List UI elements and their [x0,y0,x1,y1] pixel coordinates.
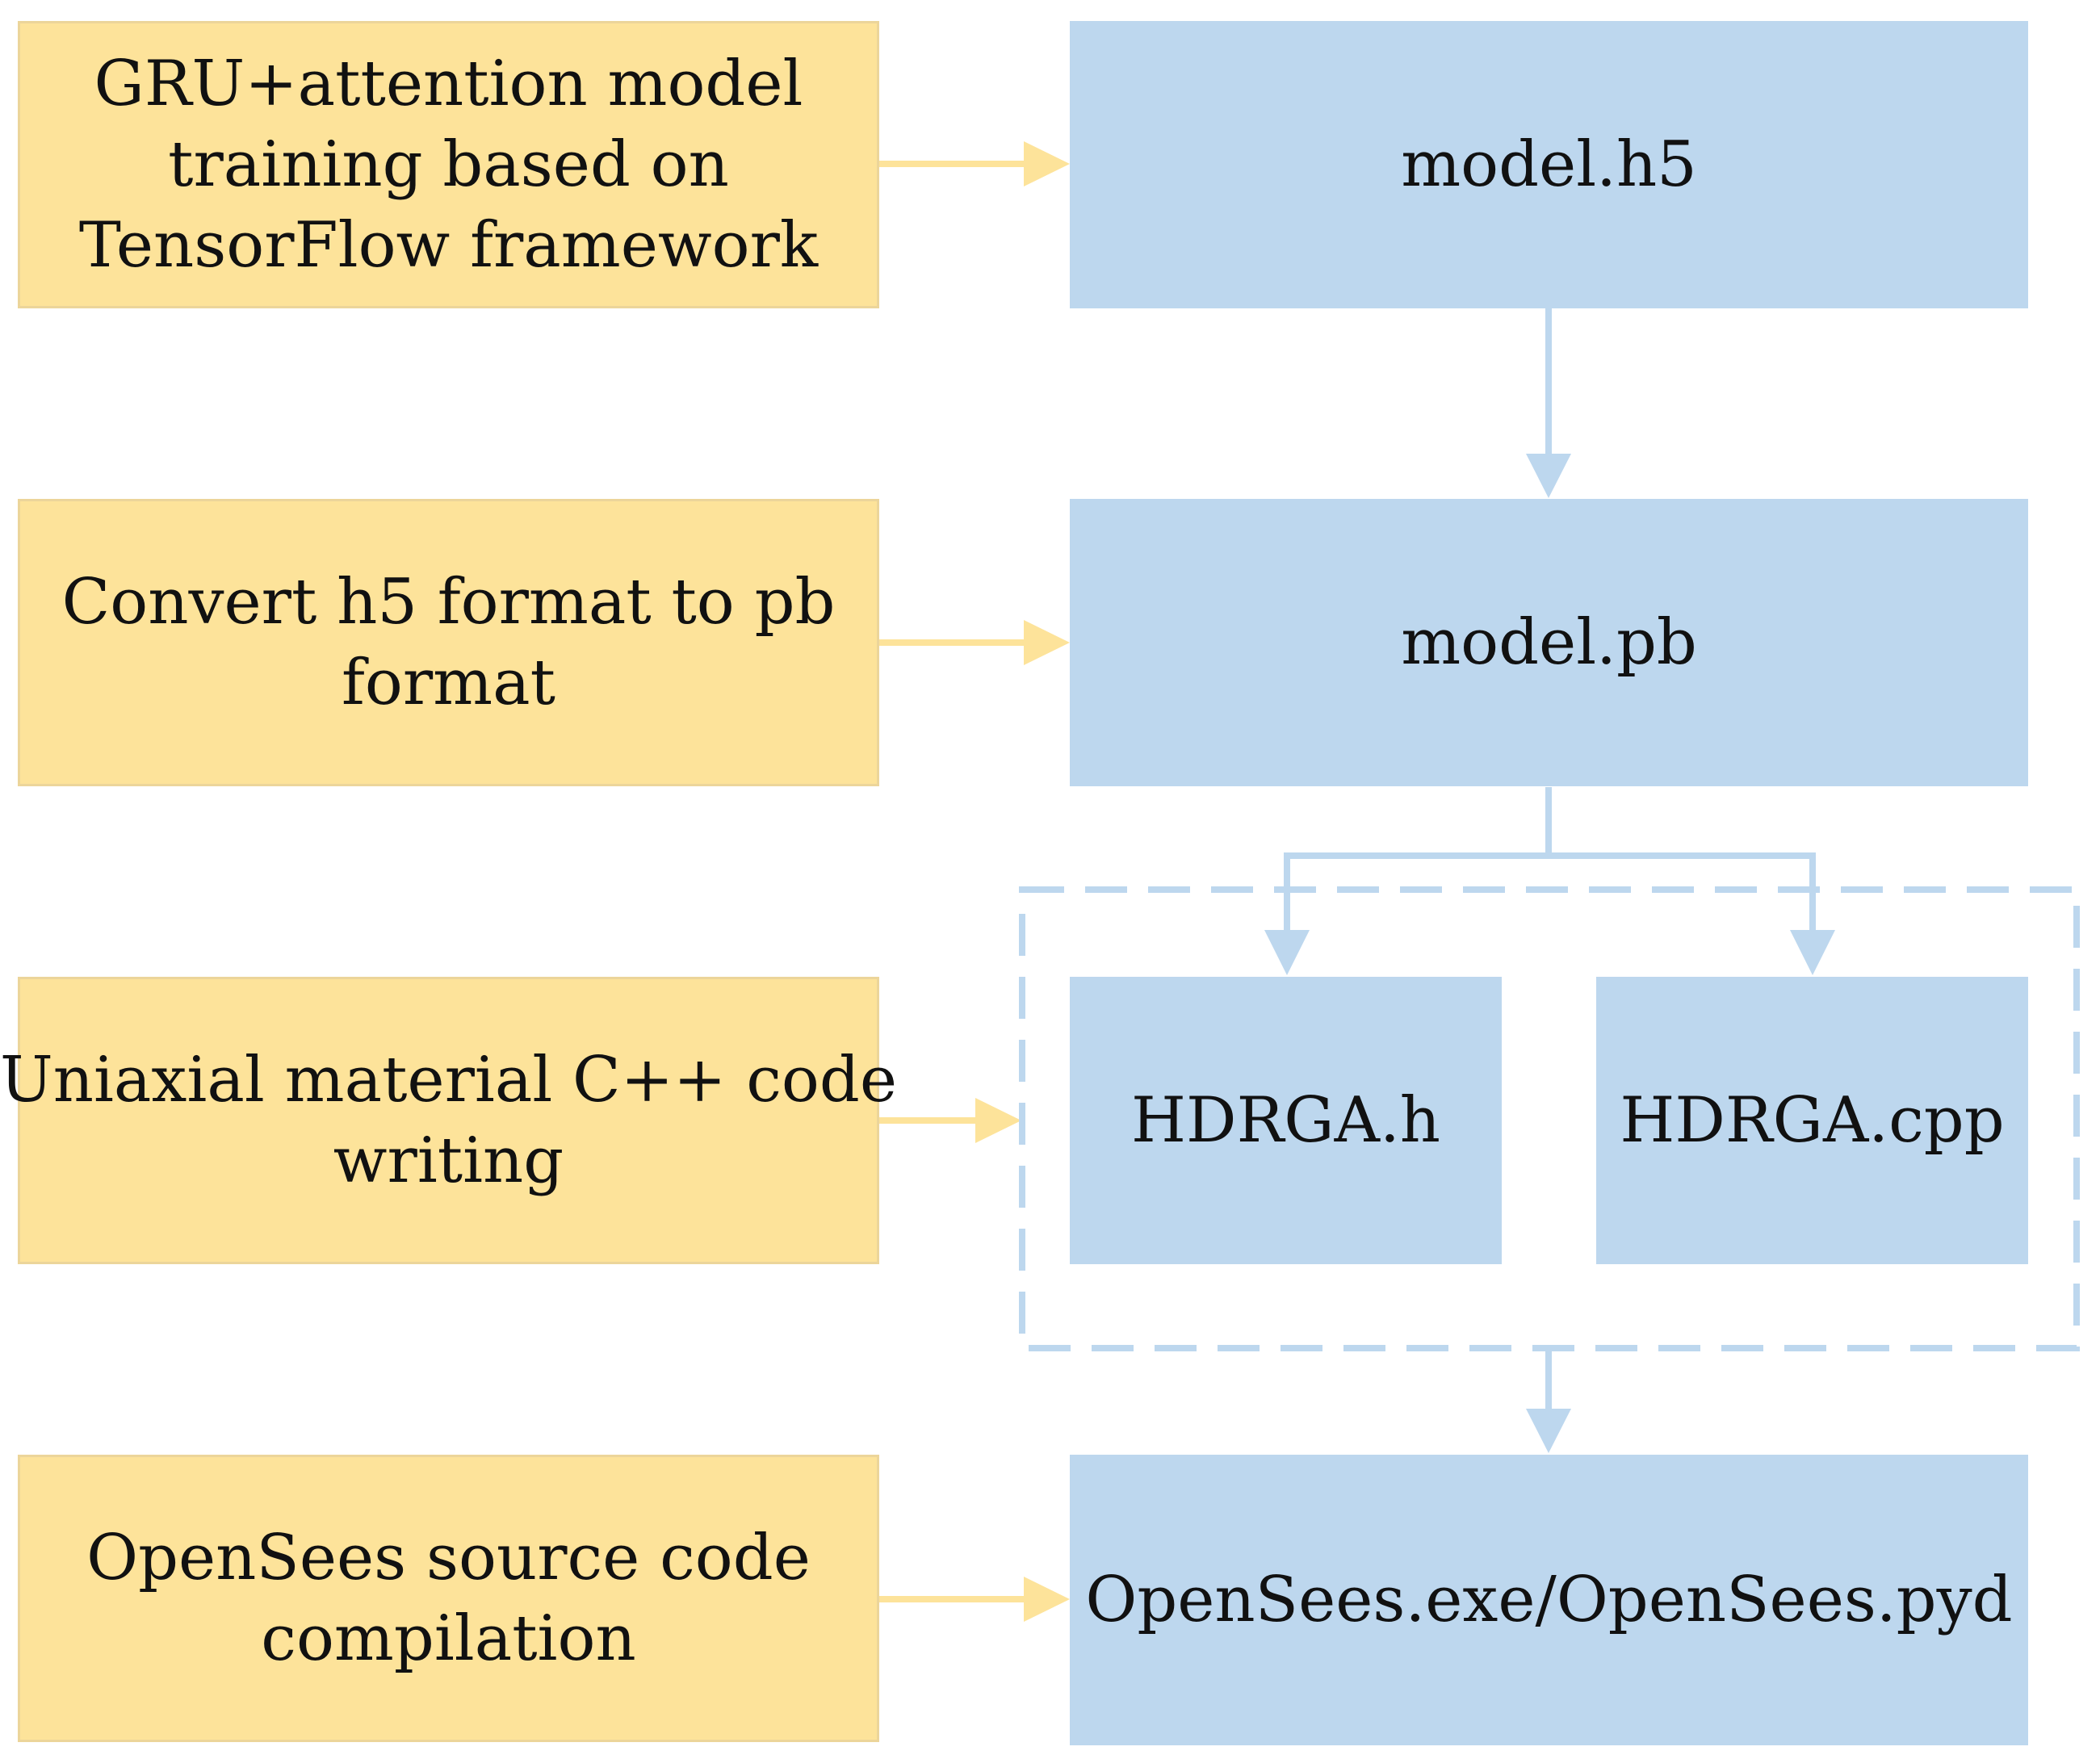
artifact-model-pb-label: model.pb [1401,606,1697,679]
arrowhead-hdrga-cpp [1790,930,1835,975]
artifact-hdrga-cpp: HDRGA.cpp [1596,977,2028,1264]
step-arrows [878,141,1070,1622]
arrowhead-step1 [1024,141,1070,186]
artifact-opensees-binary: OpenSees.exe/OpenSees.pyd [1070,1455,2028,1745]
arrowhead-hdrga-h [1264,930,1310,975]
step-convert-format-line-1: Convert h5 format to pb [61,566,836,639]
arrowhead-opensees [1526,1409,1571,1453]
artifact-model-h5-label: model.h5 [1401,128,1697,201]
artifact-opensees-binary-label: OpenSees.exe/OpenSees.pyd [1085,1564,2013,1636]
arrowhead-step4 [1024,1577,1070,1622]
artifact-arrows [1264,308,1835,1453]
step-compilation: OpenSees source code compilation [18,1455,879,1742]
branch-model-pb-to-sources [1284,787,1552,932]
step-model-training-line-2: training based on [168,128,729,201]
step-model-training-line-1: GRU+attention model [94,48,803,120]
branch-right [1549,852,1816,932]
step-convert-format: Convert h5 format to pb format [18,499,879,786]
arrowhead-step3 [975,1098,1021,1143]
arrowhead-model-pb [1526,454,1571,498]
step-compilation-line-1: OpenSees source code [86,1522,811,1594]
step-model-training: GRU+attention model training based on Te… [18,21,879,308]
step-convert-format-line-2: format [342,647,555,719]
arrowhead-step2 [1024,620,1070,665]
step-model-training-line-3: TensorFlow framework [78,209,819,282]
artifact-model-h5: model.h5 [1070,21,2028,308]
step-compilation-line-2: compilation [261,1602,636,1675]
source-files-group [1019,886,2080,1351]
step-code-writing: Uniaxial material C++ code writing [0,977,897,1264]
artifact-hdrga-h-label: HDRGA.h [1131,1084,1440,1157]
artifact-model-pb: model.pb [1070,499,2028,786]
step-code-writing-line-1: Uniaxial material C++ code [0,1044,897,1116]
step-code-writing-line-2: writing [333,1125,564,1197]
artifact-hdrga-cpp-label: HDRGA.cpp [1620,1084,2005,1157]
artifact-hdrga-h: HDRGA.h [1070,977,1502,1264]
